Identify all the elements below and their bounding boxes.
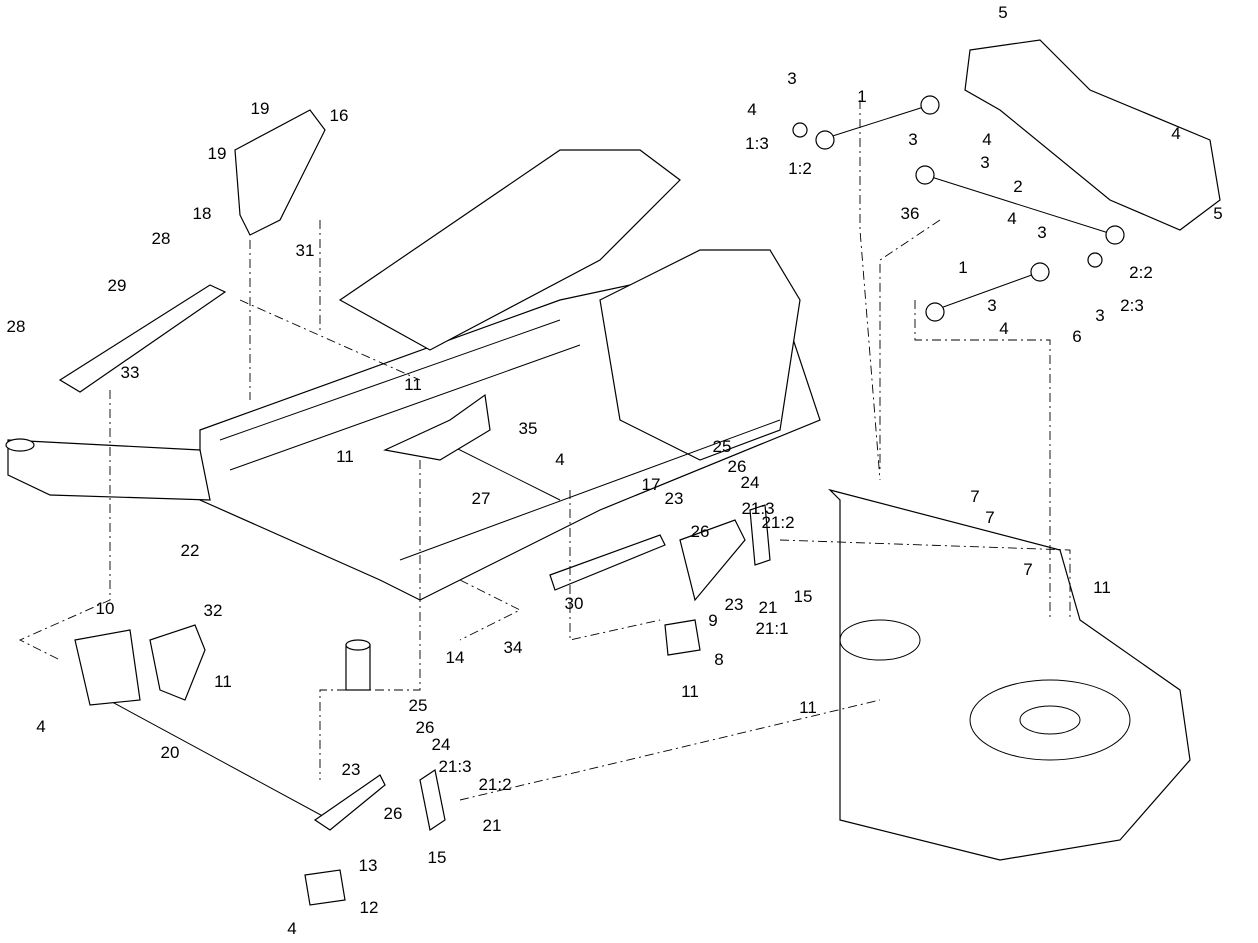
callout-label: 33 bbox=[121, 363, 140, 382]
callout-label: 11 bbox=[1093, 578, 1111, 597]
callout-label: 8 bbox=[714, 650, 723, 669]
callout-label: 7 bbox=[970, 487, 979, 506]
callout-label: 29 bbox=[108, 276, 127, 295]
callout-label: 11 bbox=[404, 375, 422, 394]
callout-label: 2 bbox=[1013, 177, 1022, 196]
callout-label: 9 bbox=[708, 611, 717, 630]
callout-label: 13 bbox=[359, 856, 378, 875]
callout-label: 36 bbox=[901, 204, 920, 223]
callout-label: 25 bbox=[409, 696, 428, 715]
callout-label: 3 bbox=[787, 69, 796, 88]
callout-label: 11 bbox=[214, 672, 232, 691]
callout-label: 2:3 bbox=[1120, 296, 1144, 315]
mower-deck bbox=[828, 488, 1191, 861]
callout-label: 21:1 bbox=[755, 619, 788, 638]
callout-label: 4 bbox=[999, 319, 1008, 338]
lift-arm-assembly bbox=[792, 39, 1221, 322]
callout-label: 11 bbox=[336, 447, 354, 466]
callout-label: 21:2 bbox=[761, 513, 794, 532]
callout-label: 4 bbox=[287, 919, 296, 938]
callout-label: 23 bbox=[342, 760, 361, 779]
callout-label: 4 bbox=[747, 100, 756, 119]
callout-label: 11 bbox=[799, 698, 817, 717]
callout-label: 21:3 bbox=[741, 499, 774, 518]
callout-label: 21:2 bbox=[478, 775, 511, 794]
callout-label: 21 bbox=[759, 598, 778, 617]
callout-label: 6 bbox=[1072, 327, 1081, 346]
callout-label: 30 bbox=[565, 594, 584, 613]
callout-label: 20 bbox=[161, 743, 180, 762]
callout-label: 3 bbox=[980, 153, 989, 172]
callout-label: 1:3 bbox=[745, 134, 769, 153]
callout-label: 7 bbox=[1023, 560, 1032, 579]
callout-label: 23 bbox=[665, 489, 684, 508]
callout-label: 21:3 bbox=[438, 757, 471, 776]
callout-label: 25 bbox=[713, 437, 732, 456]
callout-label: 27 bbox=[472, 489, 491, 508]
callout-label: 26 bbox=[384, 804, 403, 823]
callout-label: 18 bbox=[193, 204, 212, 223]
callout-label: 32 bbox=[204, 601, 223, 620]
callout-label: 7 bbox=[985, 508, 994, 527]
callout-label: 19 bbox=[208, 144, 227, 163]
callout-label: 4 bbox=[982, 130, 991, 149]
callout-label: 24 bbox=[741, 473, 760, 492]
callout-label: 14 bbox=[446, 648, 465, 667]
callout-label: 1:2 bbox=[788, 159, 812, 178]
callout-label: 35 bbox=[519, 419, 538, 438]
callout-label: 3 bbox=[1095, 306, 1104, 325]
callout-label: 3 bbox=[1037, 223, 1046, 242]
callout-label: 4 bbox=[36, 717, 45, 736]
callout-label: 17 bbox=[642, 475, 661, 494]
callout-label: 1 bbox=[958, 258, 967, 277]
callout-label: 3 bbox=[908, 130, 917, 149]
callout-label: 11 bbox=[681, 682, 699, 701]
callout-label: 15 bbox=[794, 587, 813, 606]
callout-label: 28 bbox=[152, 229, 171, 248]
callout-label: 2:2 bbox=[1129, 263, 1153, 282]
callout-label: 21 bbox=[483, 816, 502, 835]
callout-label: 31 bbox=[296, 241, 315, 260]
main-frame bbox=[5, 149, 821, 691]
callout-label: 22 bbox=[181, 541, 200, 560]
callout-label: 26 bbox=[691, 522, 710, 541]
linkages bbox=[58, 109, 771, 906]
callout-label: 16 bbox=[330, 106, 349, 125]
callout-label: 26 bbox=[728, 457, 747, 476]
callout-label: 23 bbox=[725, 595, 744, 614]
callout-label: 24 bbox=[432, 735, 451, 754]
callout-label: 34 bbox=[504, 638, 523, 657]
callout-label: 1 bbox=[857, 87, 866, 106]
callout-label: 19 bbox=[251, 99, 270, 118]
callout-label: 3 bbox=[987, 296, 996, 315]
callout-label: 4 bbox=[555, 450, 564, 469]
callout-label: 4 bbox=[1007, 209, 1016, 228]
callout-label: 5 bbox=[1213, 204, 1222, 223]
callout-label: 12 bbox=[360, 898, 379, 917]
callout-label: 26 bbox=[416, 718, 435, 737]
callout-label: 10 bbox=[96, 599, 115, 618]
callout-label: 4 bbox=[1171, 124, 1180, 143]
callout-label: 5 bbox=[998, 3, 1007, 22]
assembly-lines bbox=[18, 100, 1071, 801]
callout-label: 15 bbox=[428, 848, 447, 867]
callout-label: 28 bbox=[7, 317, 26, 336]
